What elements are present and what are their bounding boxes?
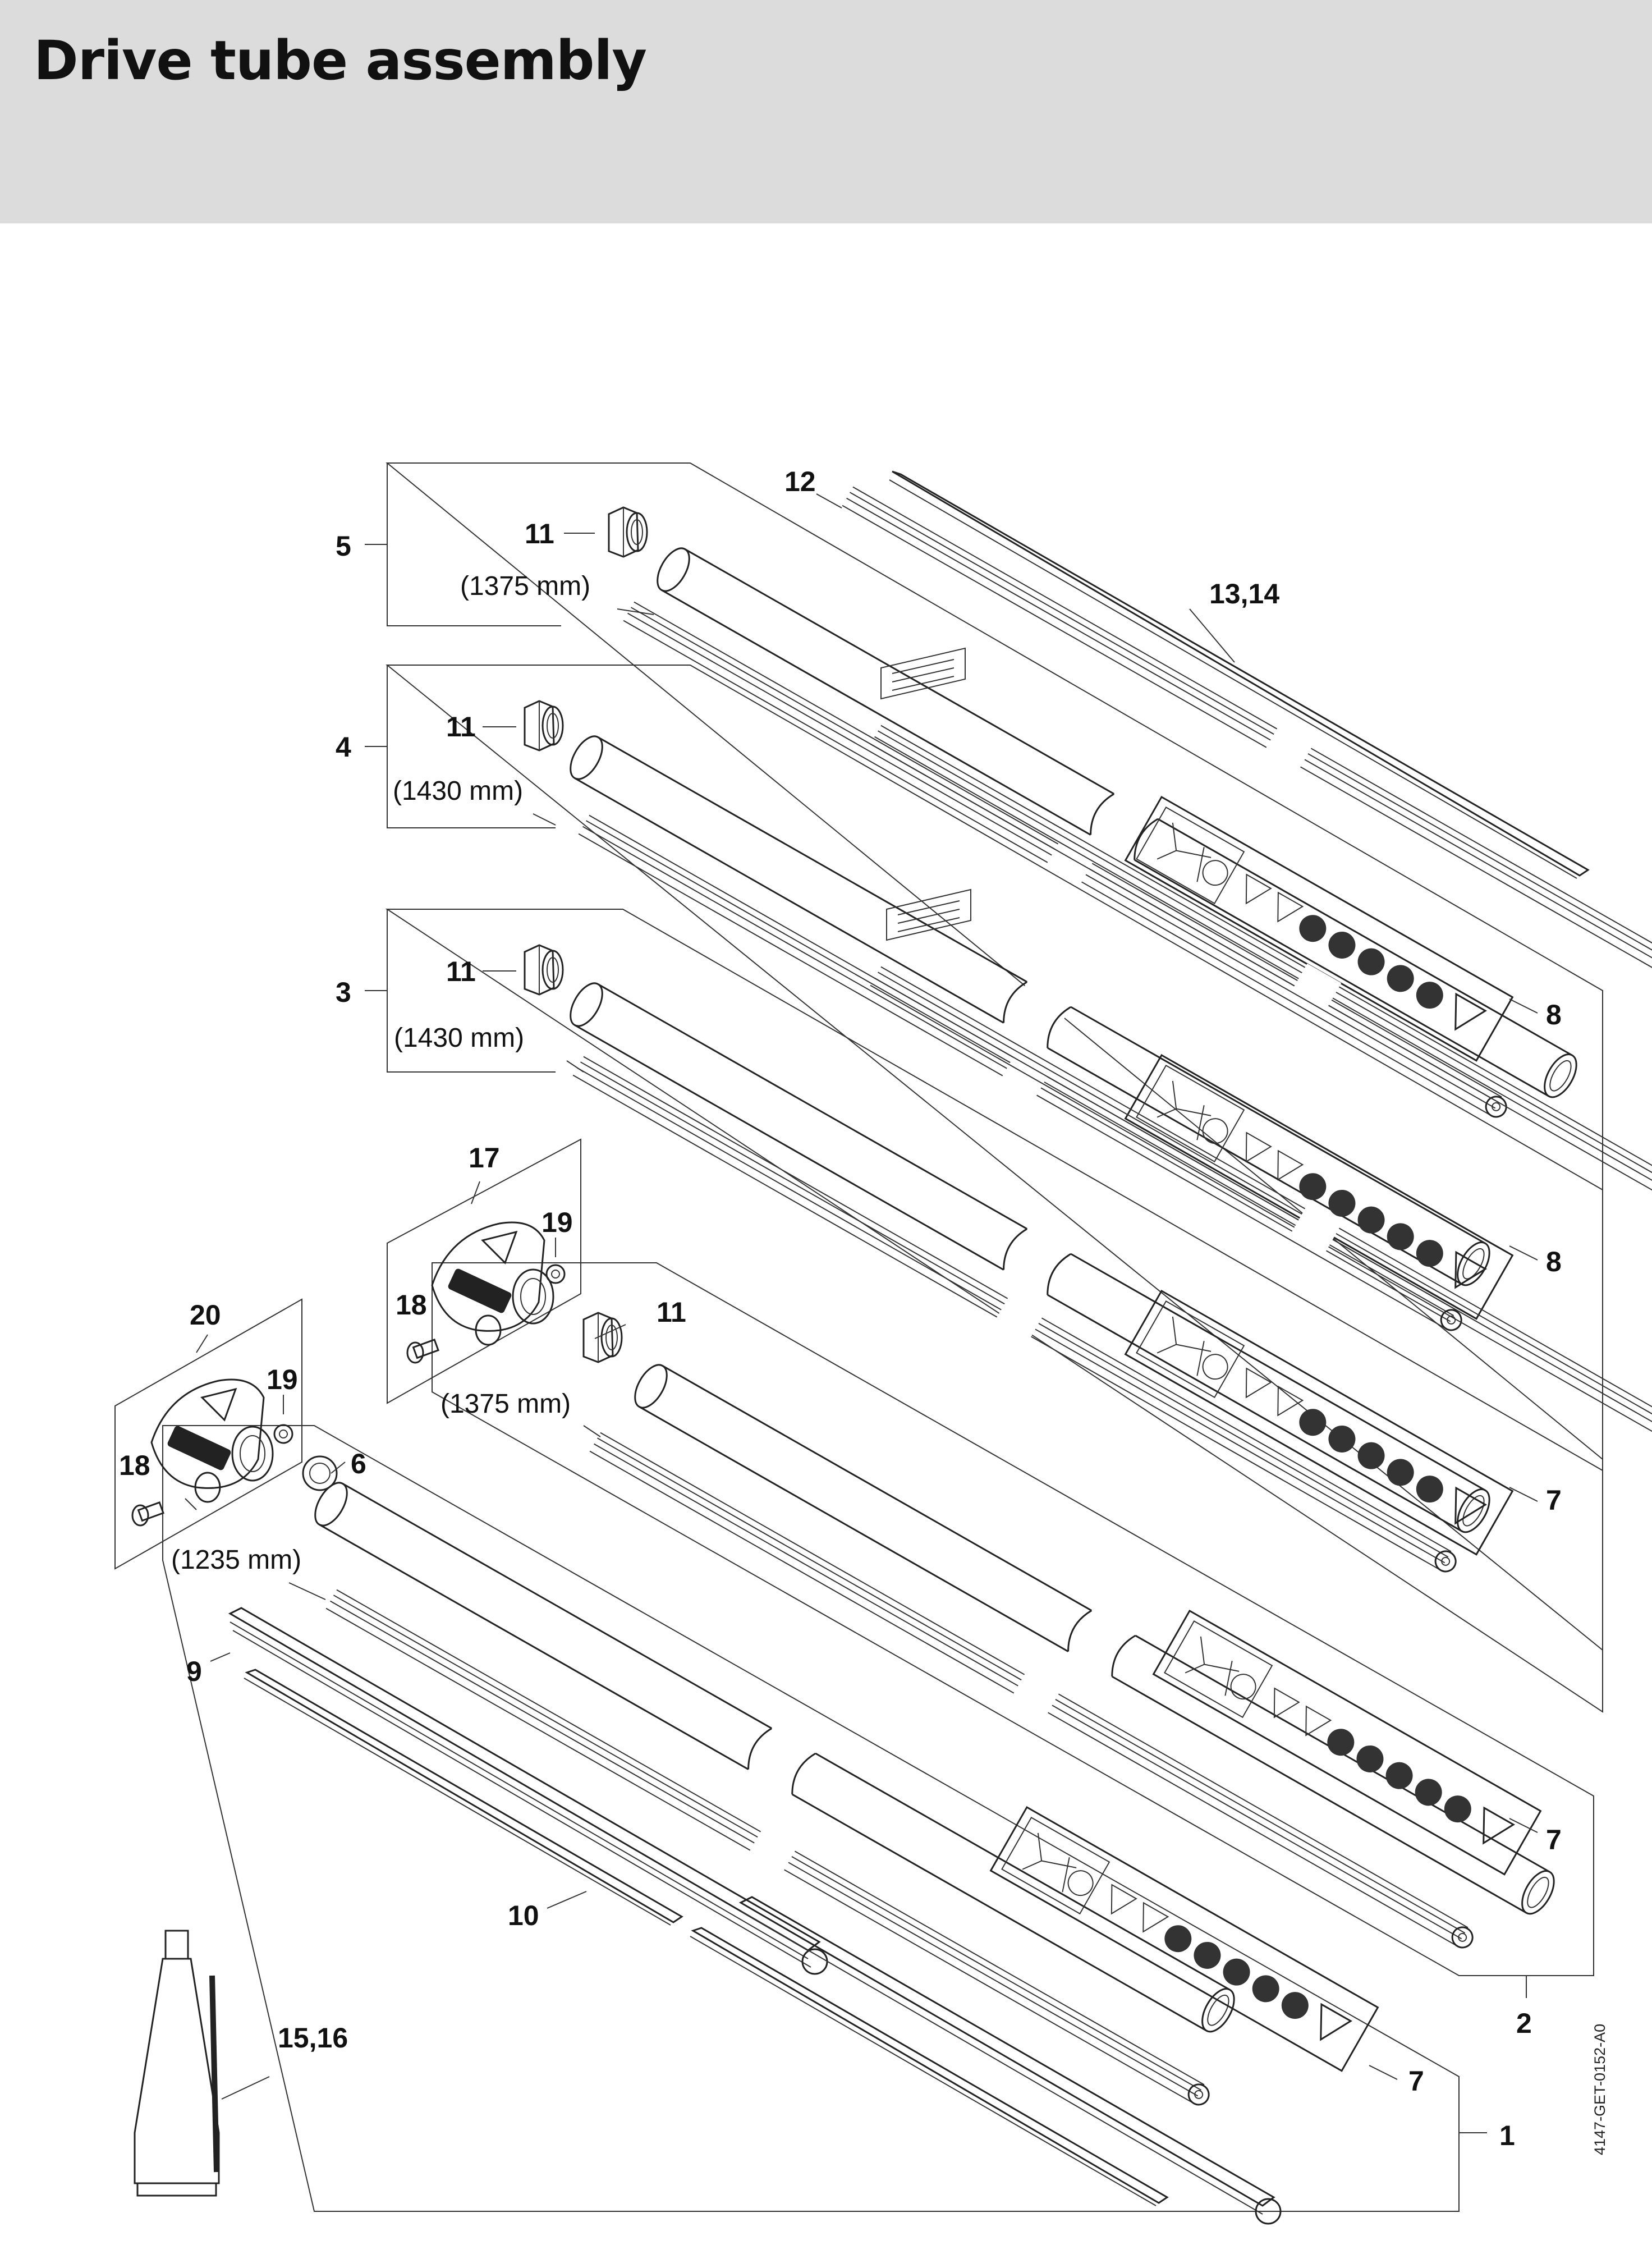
callout-5: 5 [336, 530, 351, 562]
callout-11-d: 11 [657, 1296, 686, 1328]
dimension-assembly-5: (1375 mm) [460, 571, 590, 601]
assembly-3-liner-upper [866, 962, 1652, 1491]
nut-19-upper [545, 1264, 566, 1284]
callout-4: 4 [336, 731, 351, 763]
dimension-assembly-2: (1375 mm) [440, 1389, 571, 1419]
callout-10: 10 [508, 1900, 539, 1931]
assembly-4-cap [524, 700, 564, 752]
page-header: Drive tube assembly [0, 0, 1652, 223]
assembly-5-frame [386, 462, 1603, 1461]
assembly-3-info-decal [886, 889, 971, 941]
callout-15-16: 15,16 [278, 2022, 348, 2054]
figure-code: 4147-GET-0152-A0 [1591, 2024, 1608, 2155]
leader-lines [185, 493, 1538, 2133]
callout-18-a: 18 [396, 1289, 427, 1321]
assembly-3-cap [524, 944, 564, 996]
nut-19-lower [273, 1424, 293, 1444]
callout-1: 1 [1499, 2120, 1515, 2151]
clamp-20-frame [114, 1298, 302, 1570]
callout-8-a: 8 [1546, 999, 1562, 1030]
clamp-20 [150, 1378, 274, 1503]
drive-shaft-10 [244, 1669, 1169, 2206]
dimension-assembly-3: (1430 mm) [394, 1023, 524, 1053]
page-title: Drive tube assembly [34, 29, 647, 92]
callout-13-14: 13,14 [1209, 578, 1279, 610]
assembly-4-tube [560, 725, 1500, 1296]
callout-3: 3 [336, 977, 351, 1008]
callout-12: 12 [784, 466, 816, 497]
assembly-1-warning-decal [990, 1806, 1379, 2072]
drive-shaft-guide-9 [228, 1607, 1282, 2225]
drive-shaft-13-14 [889, 470, 1590, 879]
dimension-assembly-4: (1430 mm) [393, 776, 523, 806]
callout-19-b: 19 [267, 1364, 298, 1395]
dimension-assembly-1: (1235 mm) [171, 1545, 301, 1575]
screw-18-lower [131, 1501, 164, 1527]
assembly-3-frame-left [387, 909, 556, 1073]
callout-20: 20 [190, 1299, 221, 1331]
callout-7-b: 7 [1546, 1824, 1562, 1855]
locking-ring-6 [302, 1455, 338, 1491]
assembly-5-info-decal [880, 648, 966, 699]
callout-7-a: 7 [1546, 1485, 1562, 1516]
callout-9: 9 [186, 1656, 202, 1687]
callout-17: 17 [469, 1142, 500, 1174]
assembly-3-frame [385, 909, 1603, 1713]
screw-18-upper [406, 1339, 439, 1364]
clamp-17 [431, 1221, 554, 1346]
callout-11-b: 11 [446, 711, 476, 743]
callout-7-c: 7 [1408, 2065, 1424, 2097]
callout-11-a: 11 [525, 518, 554, 549]
clamp-17-frame [387, 1138, 581, 1404]
assembly-4-frame-left [387, 665, 556, 828]
callout-18-b: 18 [119, 1450, 150, 1481]
assembly-4-frame [386, 665, 1603, 1652]
callout-6: 6 [351, 1448, 366, 1479]
assembly-5-cap [608, 506, 648, 558]
callout-19-a: 19 [542, 1207, 573, 1238]
grease-tube-15-16 [134, 1930, 220, 2197]
assembly-2-cap [582, 1312, 623, 1363]
assembly-5-liner-upper [838, 482, 1652, 1011]
assembly-3-liner [569, 1052, 1463, 1581]
callout-11-c: 11 [446, 956, 476, 987]
assembly-2-frame [432, 1262, 1594, 1976]
assembly-5-tube [647, 537, 1587, 1108]
assembly-5-warning-decal [1125, 796, 1513, 1062]
assembly-5-frame-left [387, 463, 561, 626]
callout-2: 2 [1516, 2008, 1532, 2039]
callout-8-b: 8 [1546, 1246, 1562, 1277]
assembly-1-frame [162, 1425, 1460, 2212]
assembly-1-tube [305, 1472, 1245, 2043]
